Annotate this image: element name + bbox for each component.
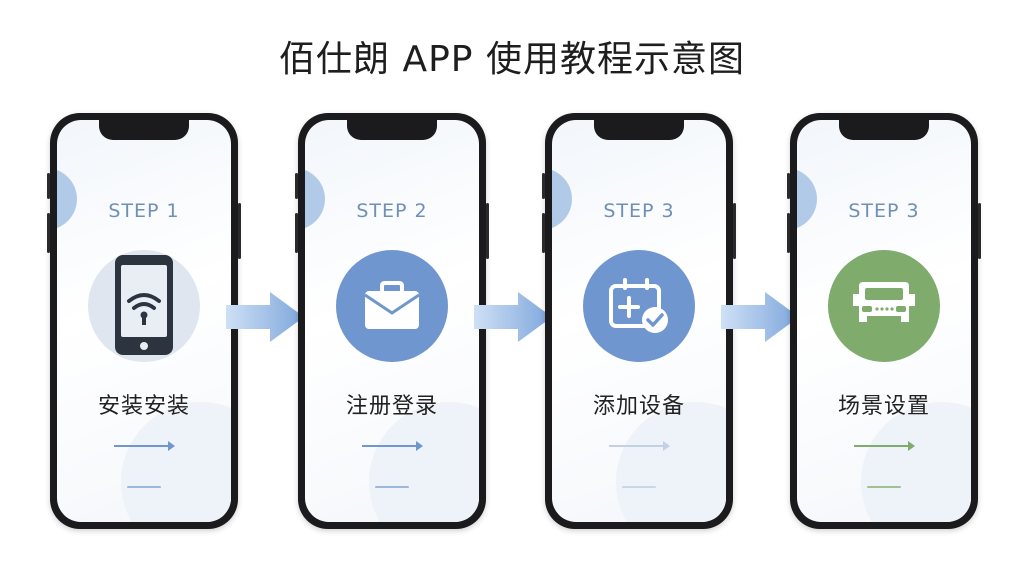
phone-step-3: STEP 3 添加设备: [542, 113, 736, 529]
page-title: 佰仕朗 APP 使用教程示意图: [279, 39, 745, 80]
divider-line: [622, 486, 656, 488]
step-label: 添加设备: [592, 394, 685, 419]
step-label: 注册登录: [345, 394, 438, 419]
step-label: 场景设置: [837, 394, 930, 419]
phone-notch: [839, 120, 929, 140]
phone-step-1: STEP 1 安装安装: [47, 113, 241, 529]
decor-shape: [57, 168, 77, 230]
mini-arrow-icon: [114, 441, 175, 451]
mini-arrow-icon: [609, 441, 670, 451]
step-number: STEP 3: [848, 200, 920, 222]
phone-step-2: STEP 2 注册登录: [295, 113, 489, 529]
divider-line: [375, 486, 409, 488]
vehicle-icon: [828, 250, 940, 362]
step-label: 安装安装: [97, 394, 190, 419]
divider-line: [127, 486, 161, 488]
mini-arrow-icon: [362, 441, 423, 451]
phone-screen: STEP 2 注册登录: [305, 120, 479, 522]
phone-notch: [594, 120, 684, 140]
flow-arrow-icon: [721, 292, 799, 342]
phone-screen: STEP 1 安装安装: [57, 120, 231, 522]
phone-notch: [99, 120, 189, 140]
divider-line: [867, 486, 901, 488]
phone-screen: STEP 3 添加设备: [552, 120, 726, 522]
step-number: STEP 2: [356, 200, 428, 222]
phone-wifi-icon: [88, 250, 200, 362]
phone-notch: [347, 120, 437, 140]
phone-screen: STEP 3 场景设置: [797, 120, 971, 522]
add-device-check-icon: [583, 250, 695, 362]
flow-arrow-icon: [226, 292, 304, 342]
step-number: STEP 1: [108, 200, 180, 222]
step-number: STEP 3: [603, 200, 675, 222]
mini-arrow-icon: [854, 441, 915, 451]
phone-step-4: STEP 3 场景设置: [787, 113, 981, 529]
briefcase-icon: [336, 250, 448, 362]
flow-arrow-icon: [474, 292, 552, 342]
decor-shape: [797, 168, 817, 230]
decor-shape: [552, 168, 572, 230]
decor-shape: [305, 168, 325, 230]
